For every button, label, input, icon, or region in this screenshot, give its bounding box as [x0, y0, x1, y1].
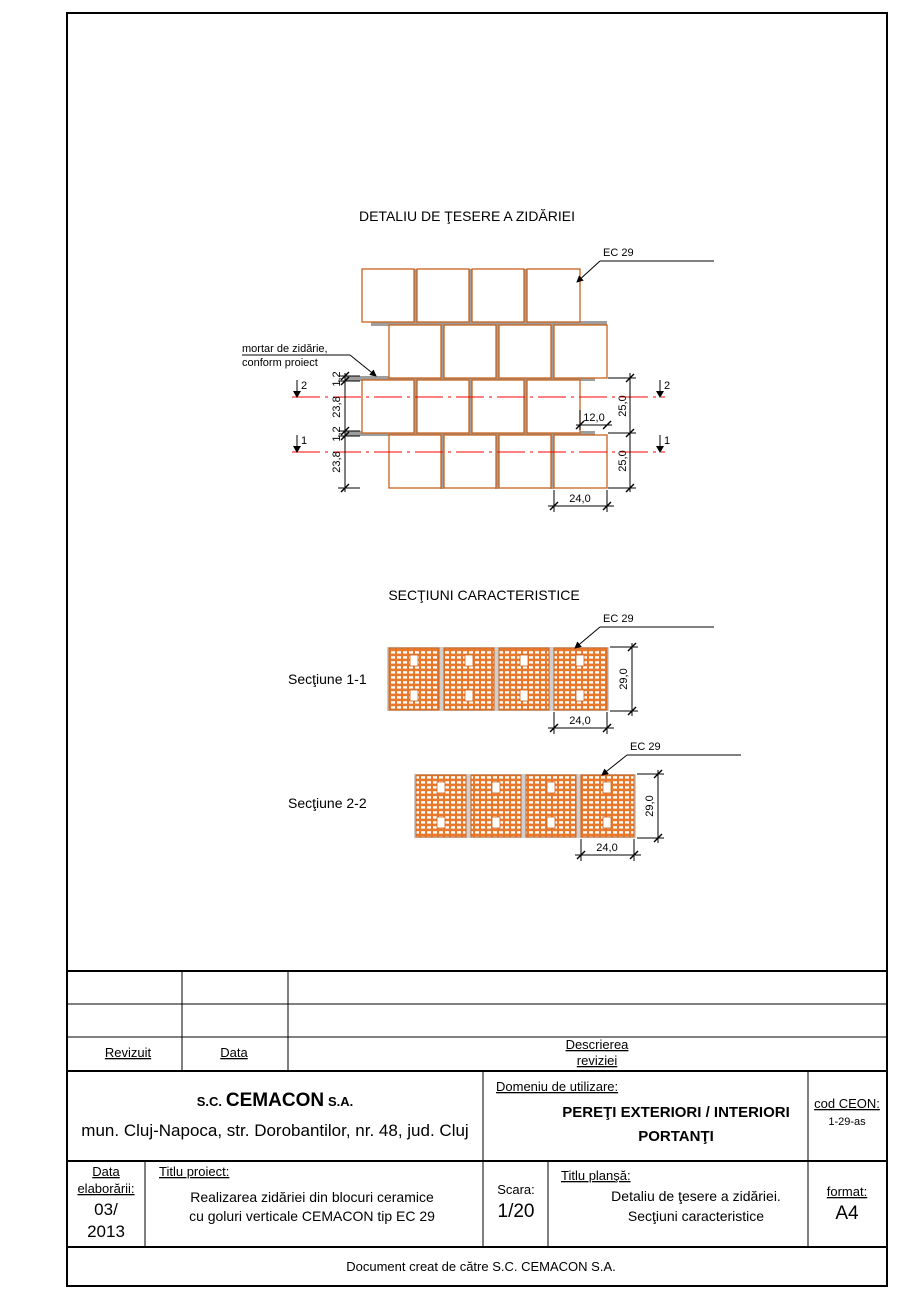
- block: [416, 268, 470, 323]
- revision-col-data: Data: [220, 1045, 248, 1060]
- block: [553, 434, 608, 489]
- revision-col-revizuit: Revizuit: [105, 1045, 152, 1060]
- sheet-title-2: Secţiuni caracteristice: [628, 1208, 764, 1224]
- section-2-2: Secţiune 2-2 EC 29 29,0 24,0: [288, 741, 741, 861]
- section-1-1-label: Secţiune 1-1: [288, 671, 367, 687]
- date-label-1: Data: [92, 1164, 120, 1179]
- section-mark-1-left: 1: [301, 435, 307, 447]
- dim-25-0-a: 25,0: [617, 395, 629, 416]
- block: [553, 324, 608, 379]
- domain-value-2: PORTANŢI: [638, 1128, 714, 1145]
- mortar-note-line1: mortar de zidărie,: [242, 343, 328, 355]
- mortar-joint: [468, 269, 472, 323]
- mortar-joint: [523, 380, 527, 434]
- mortar-joint: [550, 325, 554, 379]
- block: [361, 379, 415, 434]
- format-value: A4: [835, 1203, 859, 1224]
- code-value: 1-29-as: [828, 1116, 866, 1128]
- ec29-label-section-1: EC 29: [603, 613, 634, 625]
- section-1-1-blocks: [388, 647, 608, 711]
- block: [388, 434, 442, 489]
- sheet-title-label: Titlu planşă:: [561, 1168, 631, 1183]
- block: [471, 268, 525, 323]
- dim-29-0-section-2: 29,0: [644, 795, 656, 816]
- scale-label: Scara:: [497, 1182, 535, 1197]
- block: [388, 324, 442, 379]
- mortar-joint: [413, 380, 417, 434]
- mortar-note: mortar de zidărie, conform proiect: [242, 343, 377, 377]
- section-mark-2-left: 2: [301, 380, 307, 392]
- project-value-2: cu goluri verticale CEMACON tip EC 29: [189, 1208, 435, 1224]
- project-value-1: Realizarea zidăriei din blocuri ceramice: [190, 1189, 434, 1205]
- section-mark-2-right: 2: [664, 380, 670, 392]
- revision-col-descriere-1: Descrierea: [566, 1037, 630, 1052]
- masonry-elevation: [292, 268, 665, 489]
- mortar-note-line2: conform proiect: [242, 357, 318, 369]
- mortar-joint: [440, 435, 444, 489]
- mortar-joint: [468, 380, 472, 434]
- block: [498, 434, 552, 489]
- dim-23-8-b: 23,8: [331, 451, 343, 472]
- project-label: Titlu proiect:: [159, 1164, 229, 1179]
- section-1-1: Secţiune 1-1 EC 29 29,0: [288, 613, 714, 734]
- revision-table: Revizuit Data Descrierea reviziei: [67, 970, 887, 1072]
- dim-29-0-section-1: 29,0: [618, 668, 630, 689]
- date-value-1: 03/: [94, 1200, 118, 1219]
- mortar-joint: [495, 325, 499, 379]
- section-marks: 2 2 1 1: [293, 380, 670, 453]
- block: [443, 434, 497, 489]
- title-block: S.C. CEMACON S.A. mun. Cluj-Napoca, str.…: [67, 1071, 887, 1274]
- mortar-joint: [413, 269, 417, 323]
- company-name: S.C. CEMACON S.A.: [197, 1090, 354, 1111]
- section-2-2-label: Secţiune 2-2: [288, 795, 367, 811]
- mortar-joint: [550, 435, 554, 489]
- mortar-joint: [440, 325, 444, 379]
- block: [526, 268, 581, 323]
- dim-24-0-section-1: 24,0: [569, 715, 590, 727]
- dim-24-0-section-2: 24,0: [596, 842, 617, 854]
- mortar-joint: [523, 269, 527, 323]
- ec29-label-section-2: EC 29: [630, 741, 661, 753]
- date-value-2: 2013: [87, 1222, 125, 1241]
- block: [526, 379, 581, 434]
- domain-label: Domeniu de utilizare:: [496, 1079, 618, 1094]
- dim-1-2-a: 1,2: [331, 371, 343, 386]
- date-label-2: elaborării:: [77, 1181, 134, 1196]
- sheet-title-1: Detaliu de ţesere a zidăriei.: [611, 1188, 781, 1204]
- mortar-joint: [495, 435, 499, 489]
- dimension-left: 1,2 23,8 1,2 23,8: [331, 371, 360, 493]
- dimension-overlap: 12,0: [575, 410, 612, 430]
- block: [361, 268, 415, 323]
- format-label: format:: [827, 1184, 867, 1199]
- block: [471, 379, 525, 434]
- dim-25-0-b: 25,0: [617, 450, 629, 471]
- scale-value: 1/20: [498, 1201, 535, 1222]
- block: [443, 324, 497, 379]
- sheet-border: [66, 12, 888, 1287]
- code-label: cod CEON:: [814, 1096, 880, 1111]
- domain-value-1: PEREŢI EXTERIORI / INTERIORI: [562, 1104, 790, 1121]
- dim-12-0: 12,0: [583, 412, 604, 424]
- revision-col-descriere-2: reviziei: [577, 1053, 618, 1068]
- sections-title: SECŢIUNI CARACTERISTICE: [388, 587, 579, 603]
- block: [498, 324, 552, 379]
- mortar-joint: [371, 321, 607, 326]
- ec29-label: EC 29: [603, 247, 634, 259]
- dimension-right: 25,0 25,0: [608, 373, 636, 493]
- dim-24-0: 24,0: [569, 493, 590, 505]
- dim-1-2-b: 1,2: [331, 426, 343, 441]
- company-address: mun. Cluj-Napoca, str. Dorobantilor, nr.…: [81, 1121, 468, 1140]
- dimension-block-width: 24,0: [548, 490, 614, 512]
- dim-23-8-a: 23,8: [331, 396, 343, 417]
- block: [416, 379, 470, 434]
- ec29-leader-top: EC 29: [576, 247, 714, 283]
- detail-title: DETALIU DE ŢESERE A ZIDĂRIEI: [359, 208, 575, 224]
- section-mark-1-right: 1: [664, 435, 670, 447]
- section-2-2-blocks: [415, 774, 635, 838]
- footer-note: Document creat de către S.C. CEMACON S.A…: [346, 1259, 615, 1274]
